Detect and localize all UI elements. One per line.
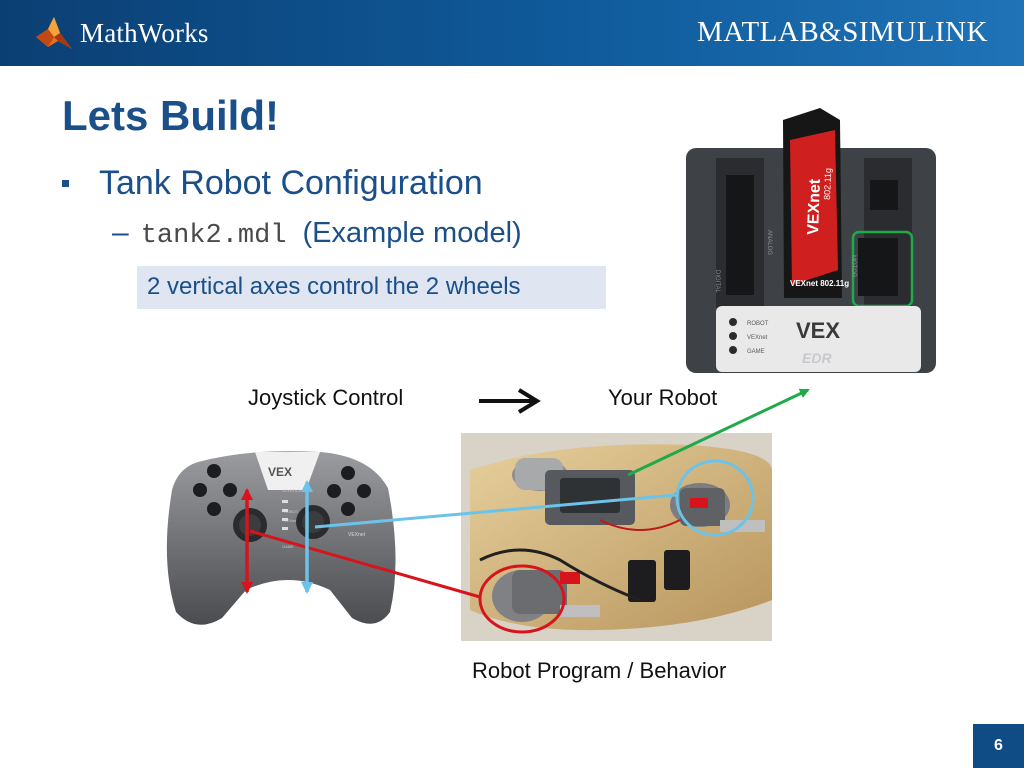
brain-vex-logo: VEX [796, 318, 840, 343]
robot-program-label: Robot Program / Behavior [472, 658, 727, 683]
black-flow-arrow [479, 388, 541, 414]
vexnet-key-text: VEXnet [805, 178, 824, 235]
status-label-game: GAME [747, 349, 765, 355]
port-label-motor: MOTOR [850, 255, 856, 278]
bullet-text: Tank Robot Configuration [99, 164, 483, 202]
motor-port-header [858, 238, 898, 296]
analog-port-header [726, 175, 754, 295]
model-filename: tank2.mdl [140, 221, 287, 251]
controller-label-vexnet: VEXnet [284, 518, 298, 523]
vex-controller-image: VEX JOYSTICK ROBOT VEXnet GAME VEXnet [166, 451, 396, 625]
your-robot-label: Your Robot [608, 385, 718, 410]
joystick-control-label: Joystick Control [248, 385, 404, 410]
port-label-analog: ANALOG [766, 230, 772, 255]
controller-label-joystick: JOYSTICK [282, 488, 302, 493]
controller-label-game: GAME [282, 544, 294, 549]
digital-port-header [870, 180, 898, 210]
note-box: 2 vertical axes control the 2 wheels [137, 266, 606, 309]
status-label-vexnet: VEXnet [747, 335, 768, 341]
dash-bullet: – [112, 216, 129, 249]
model-description: (Example model) [302, 217, 522, 249]
brain-brand-text: VEXnet 802.11g [790, 279, 849, 288]
brain-edr-text: EDR [802, 350, 832, 366]
square-bullet-icon [62, 180, 69, 187]
robot-photo [461, 433, 772, 641]
header-bar: MathWorks MATLAB&SIMULINK [0, 0, 1024, 66]
matlab-simulink-logo: MATLAB&SIMULINK [696, 16, 988, 48]
left-wheel-highlight [478, 564, 566, 634]
vex-brain-image: VEXnet 802.11g ROBOT VEXnet GAME VEX VEX… [686, 108, 936, 373]
mathworks-logo: MathWorks [34, 12, 209, 54]
right-wheel-highlight [675, 459, 755, 537]
mathworks-logo-text: MathWorks [80, 17, 209, 48]
controller-vex-logo: VEX [268, 465, 292, 479]
bullet-item: Tank Robot Configuration [62, 164, 483, 203]
status-label-robot: ROBOT [747, 321, 769, 327]
port-label-digital: DIGITAL [714, 270, 720, 294]
slide-title: Lets Build! [62, 92, 279, 139]
vexnet-key-model: 802.11g [822, 168, 833, 200]
sub-bullet-item: – tank2.mdl (Example model) [112, 216, 522, 251]
green-arrow [627, 388, 810, 477]
page-number: 6 [973, 724, 1024, 768]
controller-brand-text: VEXnet [348, 532, 366, 538]
blue-connector-line [314, 493, 677, 529]
red-connector-line [249, 529, 481, 599]
membrane-icon [36, 17, 72, 49]
controller-label-robot: ROBOT [284, 509, 299, 514]
